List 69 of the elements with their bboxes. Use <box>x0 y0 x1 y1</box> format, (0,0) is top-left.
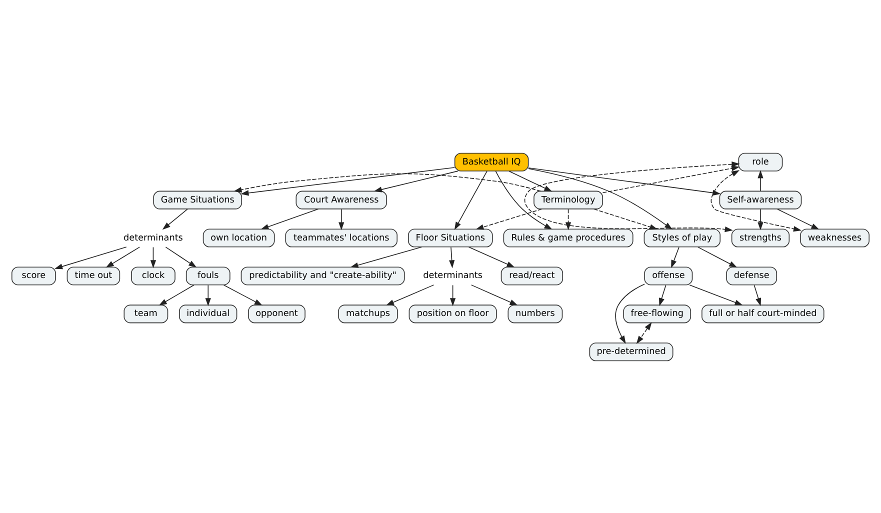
node-box: weaknesses <box>800 228 870 247</box>
node-box: Styles of play <box>644 228 721 247</box>
node-box: time out <box>66 266 120 285</box>
node-box: Self-awareness <box>719 190 802 209</box>
node-box: clock <box>131 266 176 285</box>
arrow <box>54 246 127 269</box>
arrow <box>476 208 542 230</box>
arrow <box>374 170 458 192</box>
node-box: predictability and "create-ability" <box>240 266 405 285</box>
arrow <box>565 208 572 230</box>
node-box: position on floor <box>408 304 497 323</box>
node-box: strengths <box>731 228 790 247</box>
arrow <box>671 246 680 268</box>
node-box: individual <box>179 304 238 323</box>
arrow <box>659 284 666 306</box>
node-box: numbers <box>508 304 563 323</box>
node-box: pre-determined <box>589 342 674 361</box>
arrow <box>223 284 263 306</box>
node-box: role <box>738 152 783 171</box>
node-box: defense <box>726 266 778 285</box>
node-box: matchups <box>338 304 398 323</box>
node-box: Rules & game procedures <box>503 228 634 247</box>
arrow <box>615 283 645 344</box>
node-box: Game Situations <box>153 190 242 209</box>
node-box: own location <box>202 228 275 247</box>
arrow <box>754 284 762 306</box>
arrow <box>698 246 738 268</box>
arrow <box>165 246 197 268</box>
node-box: full or half court-minded <box>702 304 824 323</box>
arrow <box>205 284 211 306</box>
node-text: determinants <box>123 232 183 243</box>
arrow <box>454 170 488 230</box>
arrow <box>162 208 188 230</box>
arrow <box>470 284 518 305</box>
arrow <box>450 284 456 306</box>
arrow <box>150 246 156 268</box>
arrow <box>234 172 542 192</box>
node-box: Court Awareness <box>296 190 387 209</box>
node-box: opponent <box>248 304 306 323</box>
arrow <box>758 170 764 192</box>
arrow <box>524 161 740 232</box>
arrow <box>776 208 820 230</box>
node-box: Floor Situations <box>408 228 493 247</box>
arrow <box>386 284 434 305</box>
node-box: Terminology <box>534 190 604 209</box>
node-box: offense <box>644 266 693 285</box>
node-text: determinants <box>423 270 483 281</box>
node-box: fouls <box>186 266 230 285</box>
arrow <box>636 322 652 344</box>
arrow <box>468 246 515 268</box>
node-box: Basketball IQ <box>454 152 529 171</box>
arrow <box>448 246 455 268</box>
node-box: team <box>124 304 168 323</box>
node-box: read/react <box>500 266 564 285</box>
arrow <box>106 246 140 268</box>
arrow <box>260 208 319 229</box>
arrow <box>758 208 764 230</box>
node-box: teammates' locations <box>285 228 398 247</box>
arrow <box>689 284 743 305</box>
arrow <box>508 170 552 192</box>
arrow <box>240 166 456 196</box>
arrow <box>495 170 552 230</box>
node-box: free-flowing <box>623 304 692 323</box>
node-box: score <box>12 266 56 285</box>
arrow <box>350 246 422 268</box>
arrow <box>158 284 194 306</box>
arrow <box>602 165 740 193</box>
arrow <box>528 167 721 196</box>
arrow <box>338 208 344 230</box>
